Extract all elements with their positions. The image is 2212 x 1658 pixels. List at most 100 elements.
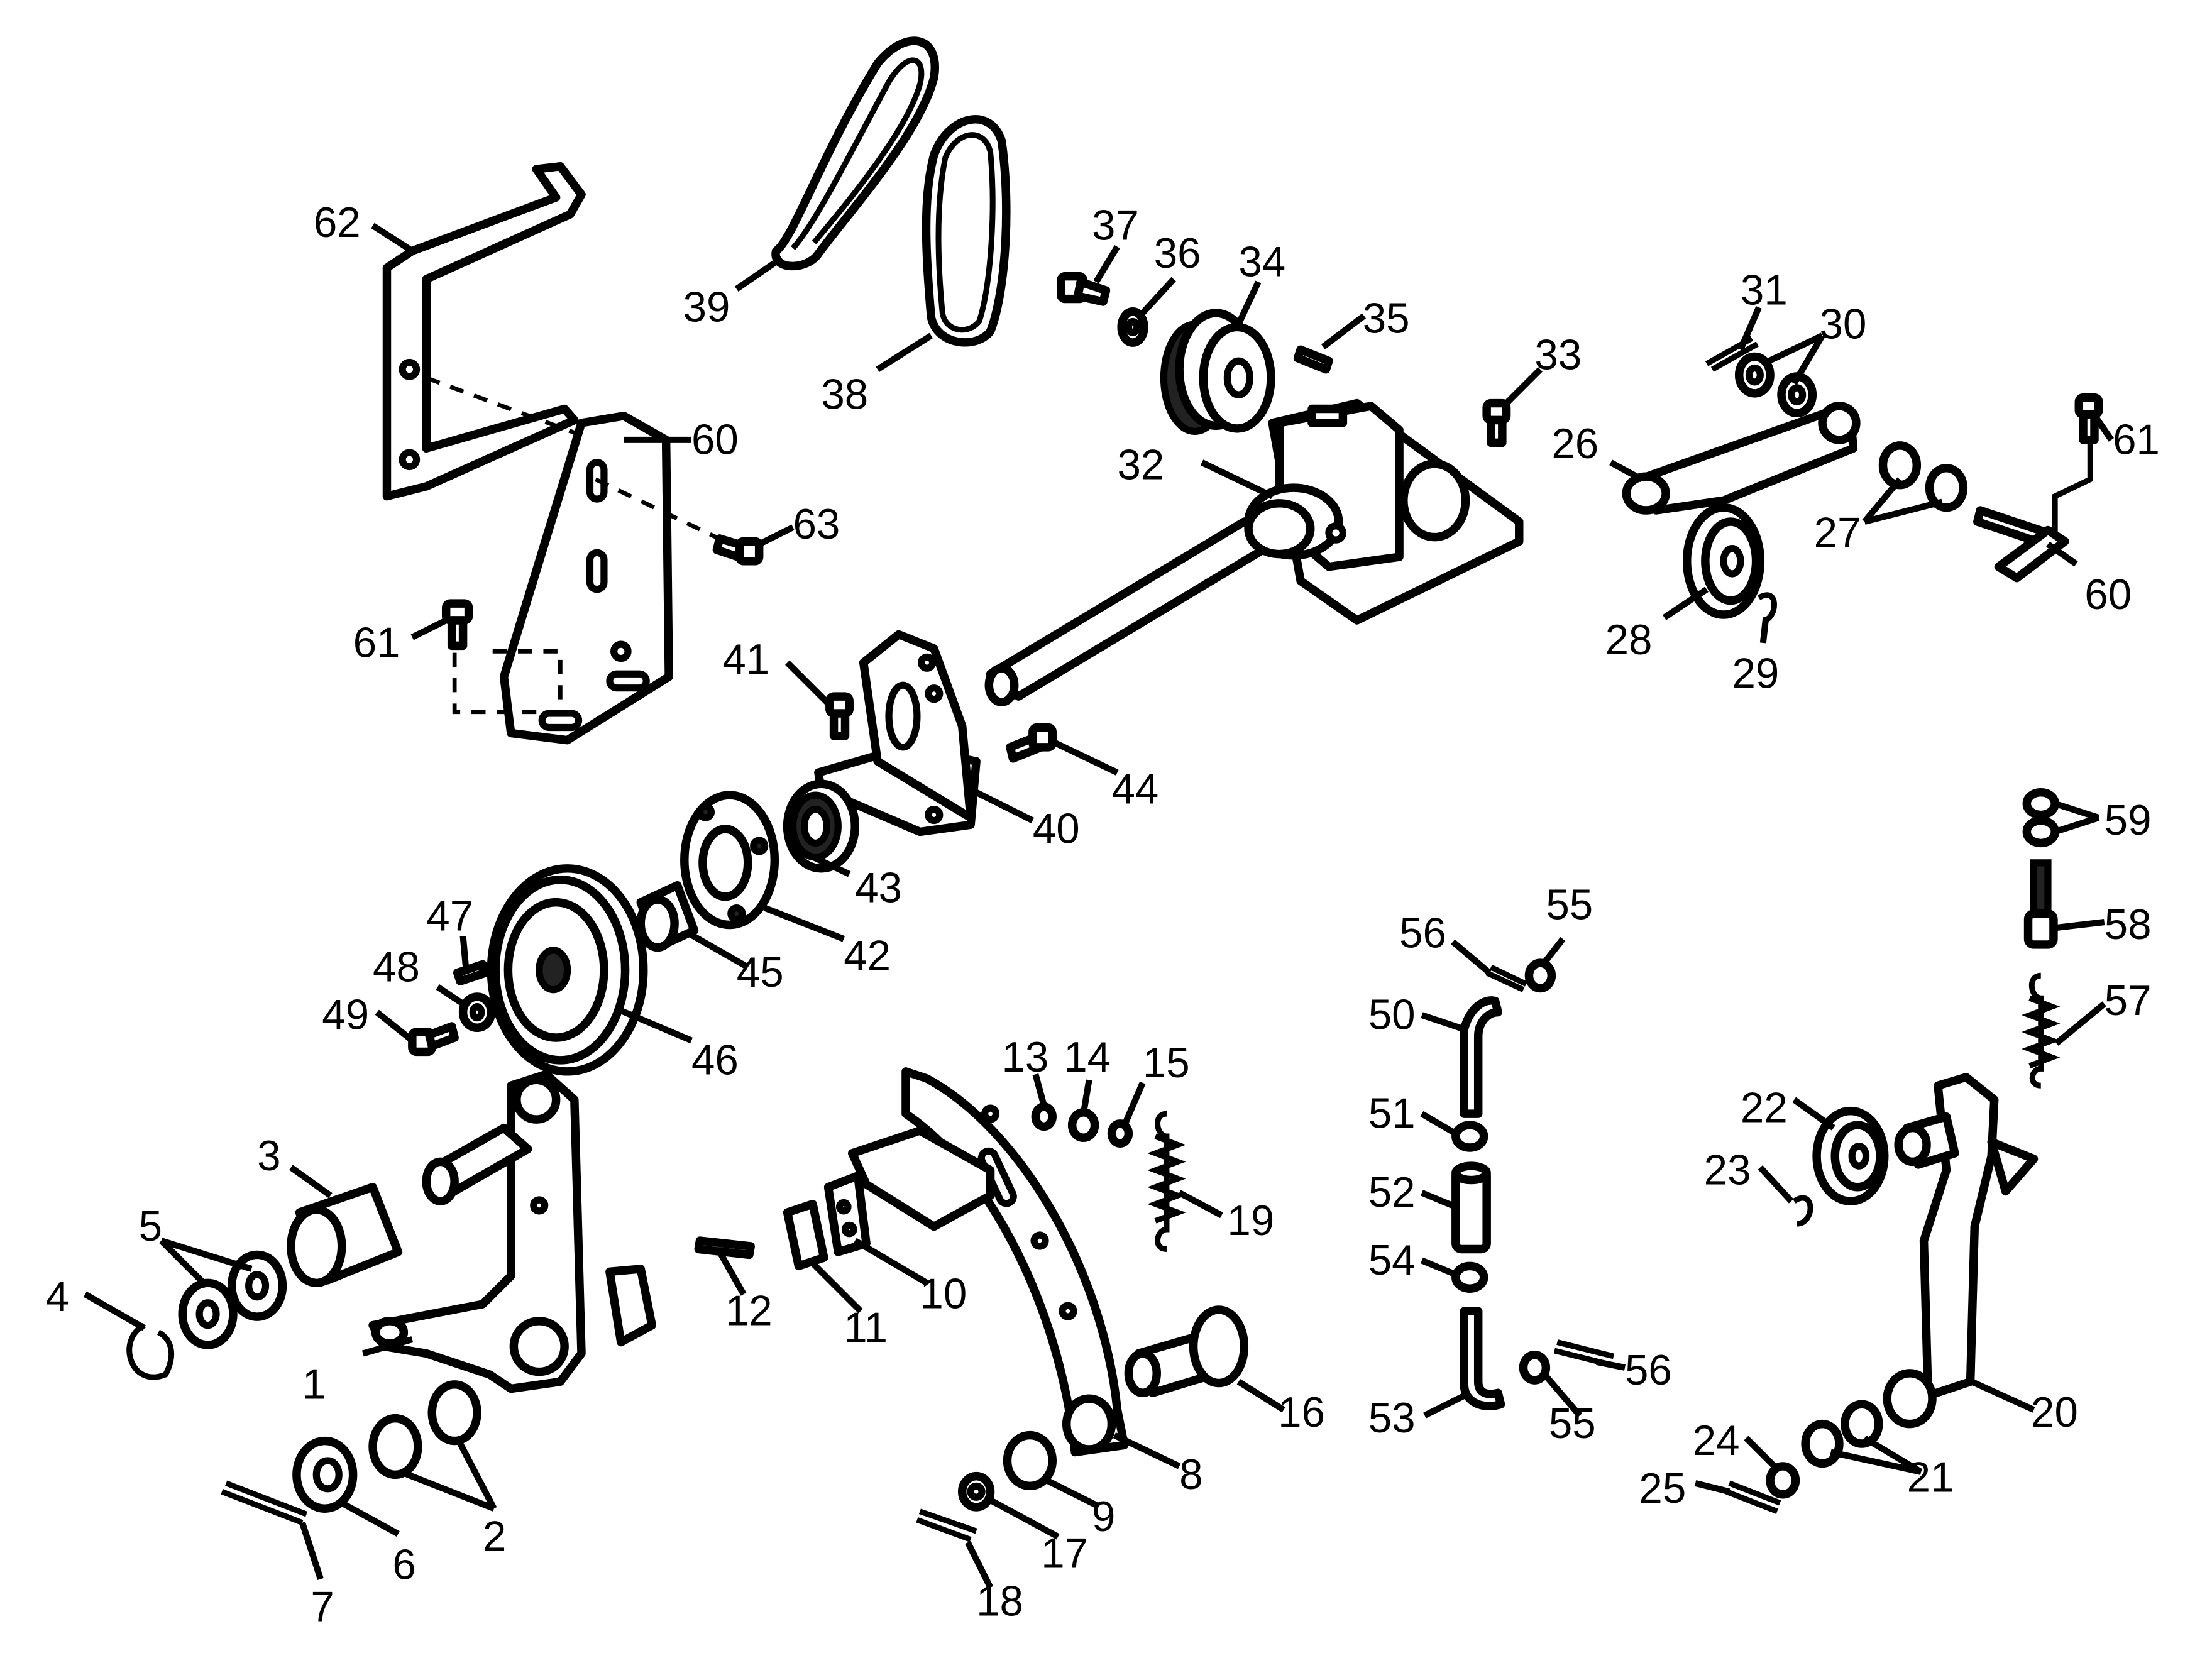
part-27-bushings [1878, 441, 1968, 512]
callout-59-label: 59 [2105, 797, 2152, 844]
callout-23: 23 [1704, 1146, 1751, 1194]
part-33-bolt [1482, 398, 1511, 447]
callout-24: 24 [1693, 1417, 1740, 1464]
callout-46: 46 [691, 1036, 739, 1084]
part-63-bolt [441, 599, 473, 651]
callout-56-top: 56 [1399, 909, 1446, 957]
callout-63: 61 [353, 619, 400, 666]
part-10-small-plate [823, 1172, 871, 1256]
part-20-tension-arm [1883, 1073, 2039, 1429]
callout-3: 3 [257, 1133, 280, 1180]
part-3-bushing [287, 1183, 403, 1288]
part-14-lock-washer [1067, 1108, 1099, 1142]
callout-49: 49 [322, 992, 369, 1039]
callout-52: 52 [1368, 1169, 1416, 1216]
callout-22: 22 [1741, 1085, 1788, 1132]
part-2-bushings [368, 1380, 481, 1480]
callout-38: 38 [821, 371, 868, 419]
callout-54: 54 [1368, 1237, 1416, 1284]
callout-14: 14 [1064, 1034, 1111, 1081]
part-42-bearing-flange [680, 791, 779, 930]
callout-16: 16 [1278, 1389, 1325, 1436]
part-12-screw [694, 1236, 755, 1260]
part-22-idler-pulley [1812, 1106, 1889, 1205]
callout-39: 39 [683, 283, 730, 331]
part-65-bolt [712, 534, 764, 566]
part-16-pin [1124, 1305, 1249, 1398]
callout-51: 51 [1368, 1090, 1416, 1138]
part-36-washer [1117, 307, 1148, 347]
callout-21: 21 [1907, 1454, 1954, 1501]
part-11-small-plate [783, 1199, 828, 1271]
callout-18: 18 [976, 1578, 1023, 1625]
part-13-washer [1031, 1102, 1057, 1131]
part-56-cotter-pin-top [1485, 964, 1527, 992]
callout-42: 42 [844, 932, 891, 979]
callout-53: 53 [1368, 1395, 1416, 1442]
part-43-bearing [783, 779, 859, 873]
callout-30: 30 [1820, 300, 1867, 348]
part-23-circlip [1792, 1195, 1813, 1227]
part-54-nut [1451, 1261, 1488, 1293]
part-55-washer-top [1524, 958, 1556, 993]
callout-61: 61 [2113, 416, 2160, 463]
part-19-spring [1147, 1111, 1186, 1252]
part-10-mounting-plate [847, 1126, 995, 1231]
leader-lines [83, 222, 2115, 1589]
callout-29: 29 [1732, 651, 1779, 698]
callout-6: 6 [392, 1541, 415, 1588]
part-35-key [1293, 345, 1333, 374]
callout-31: 31 [1741, 267, 1788, 314]
part-49-bolt [408, 1022, 459, 1057]
callout-40: 40 [1033, 805, 1080, 852]
part-18-cotter-pin [916, 1508, 977, 1542]
part-24-washer [1766, 1462, 1800, 1499]
callout-9: 9 [1092, 1493, 1115, 1540]
callout-15: 15 [1143, 1040, 1190, 1087]
part-34-double-pulley [1160, 309, 1275, 436]
part-64-bracket [382, 162, 586, 501]
callout-56-bottom: 56 [1625, 1347, 1672, 1394]
part-40-bearing-bracket [814, 630, 981, 837]
part-47-key [453, 960, 490, 985]
callout-8: 8 [1179, 1451, 1202, 1498]
part-59-nuts [2022, 788, 2059, 848]
callout-57: 57 [2105, 977, 2152, 1024]
part-46-large-pulley [487, 864, 648, 1076]
part-6-washer [292, 1436, 358, 1513]
callout-2: 2 [483, 1513, 506, 1561]
callout-45: 45 [737, 949, 784, 996]
callout-19: 19 [1227, 1197, 1274, 1244]
part-25-cotter-pin [1725, 1480, 1781, 1514]
part-48-washer [458, 992, 496, 1033]
part-15-nut [1107, 1119, 1133, 1148]
part-21-bushings [1801, 1400, 1883, 1468]
part-60-pin-bracket [1973, 439, 2093, 583]
callout-4: 4 [46, 1273, 69, 1320]
callout-65: 63 [793, 501, 840, 548]
callout-25: 25 [1639, 1465, 1686, 1512]
alignment-line-65 [595, 477, 738, 549]
callout-27: 27 [1814, 509, 1861, 556]
callout-60: 60 [2084, 571, 2132, 618]
callout-48: 48 [373, 943, 420, 991]
callout-20: 20 [2031, 1389, 2078, 1436]
callout-26: 26 [1551, 420, 1598, 468]
callout-47: 47 [426, 893, 473, 940]
part-37-bolt [1056, 272, 1111, 306]
part-26-tension-arm [1622, 402, 1861, 515]
callout-36: 36 [1154, 230, 1201, 277]
callout-7: 7 [311, 1584, 334, 1631]
alignment-line-64 [426, 376, 618, 451]
callout-43: 43 [855, 865, 902, 912]
part-62-bracket [499, 412, 673, 745]
callout-13: 13 [1002, 1034, 1049, 1081]
part-5-washers [178, 1250, 287, 1349]
part-53-rod [1460, 1307, 1505, 1410]
callout-11: 11 [844, 1305, 888, 1352]
callout-62: 60 [691, 416, 739, 463]
callout-37: 37 [1092, 202, 1139, 249]
part-7-cotter-pin [221, 1480, 308, 1525]
part-39-v-belt [771, 36, 939, 271]
part-55-washer-bottom [1519, 1350, 1551, 1385]
